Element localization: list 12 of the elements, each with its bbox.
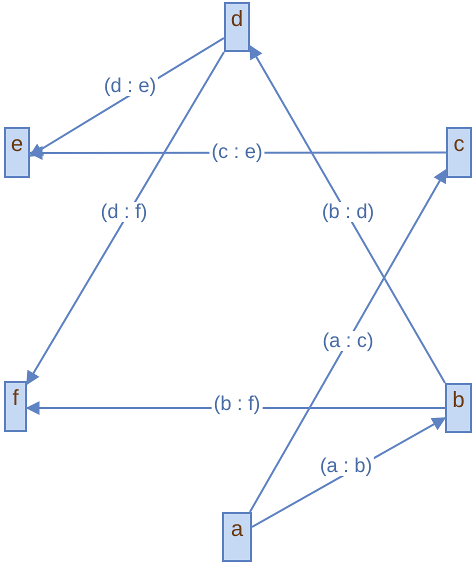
- node-box: f: [4, 381, 27, 432]
- node-box: d: [224, 2, 250, 52]
- node-box: e: [4, 127, 30, 178]
- arrow: [249, 44, 446, 384]
- edge-label: (c : e): [209, 142, 265, 162]
- edge-label: (d : f): [98, 202, 150, 222]
- edge-label: (b : f): [212, 394, 262, 414]
- arrow: [249, 168, 447, 512]
- node-box: b: [445, 383, 472, 433]
- node-box: c: [446, 127, 472, 178]
- node-box: a: [222, 512, 252, 562]
- arrow: [26, 51, 225, 386]
